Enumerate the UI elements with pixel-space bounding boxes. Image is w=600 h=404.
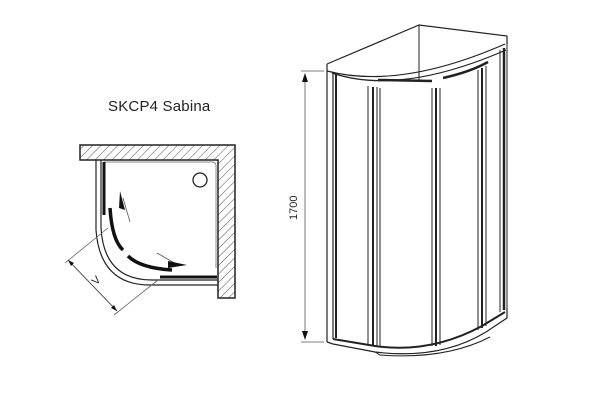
product-title: SKCP4 Sabina bbox=[108, 98, 211, 115]
height-dimension: 1700 bbox=[288, 70, 324, 343]
door-profiles bbox=[326, 44, 508, 346]
elevation-view: 1700 bbox=[288, 24, 508, 357]
drain-icon bbox=[192, 172, 208, 188]
dimension-v-label: V bbox=[90, 274, 104, 288]
wall-hatched bbox=[79, 144, 236, 299]
shower-tray bbox=[104, 161, 217, 268]
curved-door-frame bbox=[95, 160, 218, 286]
top-frame bbox=[326, 24, 508, 83]
opening-arrow-up-icon bbox=[119, 191, 131, 223]
opening-arrow-right-icon bbox=[156, 252, 187, 268]
bottom-frame bbox=[326, 308, 508, 357]
plan-view: V bbox=[64, 144, 236, 316]
height-label: 1700 bbox=[288, 196, 300, 220]
